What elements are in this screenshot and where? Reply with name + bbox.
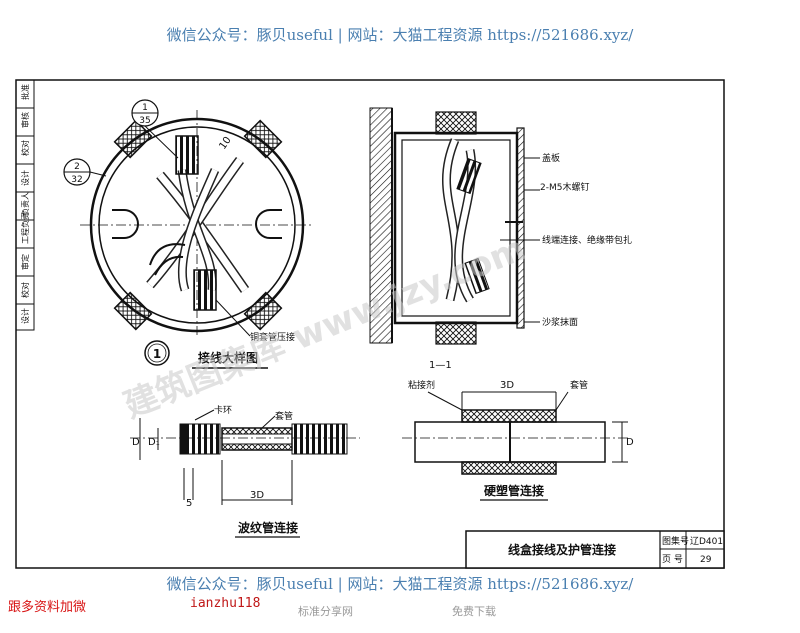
callout-1-top: 1	[142, 103, 148, 113]
figure-number-text: 1	[153, 347, 161, 361]
side-cell-8: 设计	[20, 308, 30, 324]
junction-box-plan	[80, 110, 314, 335]
title-block: 线盒接线及护管连接 图集号 辽D401 页 号 29	[465, 530, 725, 569]
callout-2-32: 2 32	[63, 158, 107, 186]
footer-banner: 微信公众号：豚贝useful | 网站：大猫工程资源 https://52168…	[166, 575, 634, 593]
rigid-pipe-drawing	[402, 391, 630, 475]
dim-3D-corrugated: 3D	[250, 490, 264, 501]
side-cell-5: 工程负责	[20, 212, 30, 244]
copper-sleeve-label: 铜套管压接	[250, 331, 295, 343]
callout-2-bottom: 32	[71, 175, 82, 185]
figure-number: 1	[144, 340, 170, 366]
adhesive-label: 粘接剂	[408, 379, 435, 391]
corrugated-sleeve-label: 套管	[275, 410, 293, 422]
cover-label: 盖板	[542, 152, 560, 164]
download-text: 免费下载	[452, 605, 496, 618]
wire-label: 线端连接、绝缘带包扎	[542, 234, 632, 246]
page-value: 29	[700, 555, 712, 565]
sheet-title: 线盒接线及护管连接	[508, 542, 616, 557]
clamp-label: 卡环	[214, 404, 232, 416]
dim-5: 5	[186, 498, 192, 509]
page-label: 页 号	[662, 554, 683, 565]
header-banner: 微信公众号：豚贝useful | 网站：大猫工程资源 https://52168…	[166, 26, 634, 44]
side-cell-6: 审定	[20, 254, 30, 270]
copper-leader	[215, 299, 251, 337]
side-cell-1: 审核	[20, 112, 30, 128]
plan-caption: 接线大样图	[198, 350, 258, 365]
rigid-caption: 硬塑管连接	[484, 483, 544, 498]
corrugated-caption: 波纹管连接	[238, 520, 298, 535]
corrugated-pipe-drawing	[130, 418, 360, 505]
side-strip	[15, 79, 35, 331]
rigid-sleeve-label: 套管	[570, 379, 588, 391]
screw-label: 2-M5木螺钉	[540, 181, 589, 193]
section-caption: 1—1	[429, 360, 452, 371]
dim-D-rigid: D	[626, 437, 634, 448]
dim-3D-rigid: 3D	[500, 380, 514, 391]
plaster-label: 沙浆抹面	[542, 316, 578, 328]
contact-label: 跟多资料加微	[8, 600, 87, 615]
callout-2-top: 2	[74, 162, 80, 172]
callout-1-bottom: 35	[139, 116, 150, 126]
section-view	[369, 107, 525, 345]
atlas-value: 辽D401	[690, 536, 723, 547]
contact-id: ianzhu118	[190, 596, 261, 611]
atlas-label: 图集号	[662, 535, 689, 547]
callout-1-35: 1 35	[131, 99, 179, 159]
side-cell-0: 批准	[20, 84, 30, 100]
share-text: 标准分享网	[298, 605, 353, 618]
side-cell-3: 设计	[20, 170, 30, 186]
side-cell-2: 校对	[20, 140, 30, 156]
side-cell-4: 负责人	[20, 192, 30, 216]
dim-10: 10	[217, 135, 233, 152]
side-cell-7: 校对	[20, 282, 30, 298]
side-strip-cells	[16, 107, 34, 305]
dim-D1: D₁	[148, 437, 160, 448]
dim-D: D	[132, 437, 140, 448]
